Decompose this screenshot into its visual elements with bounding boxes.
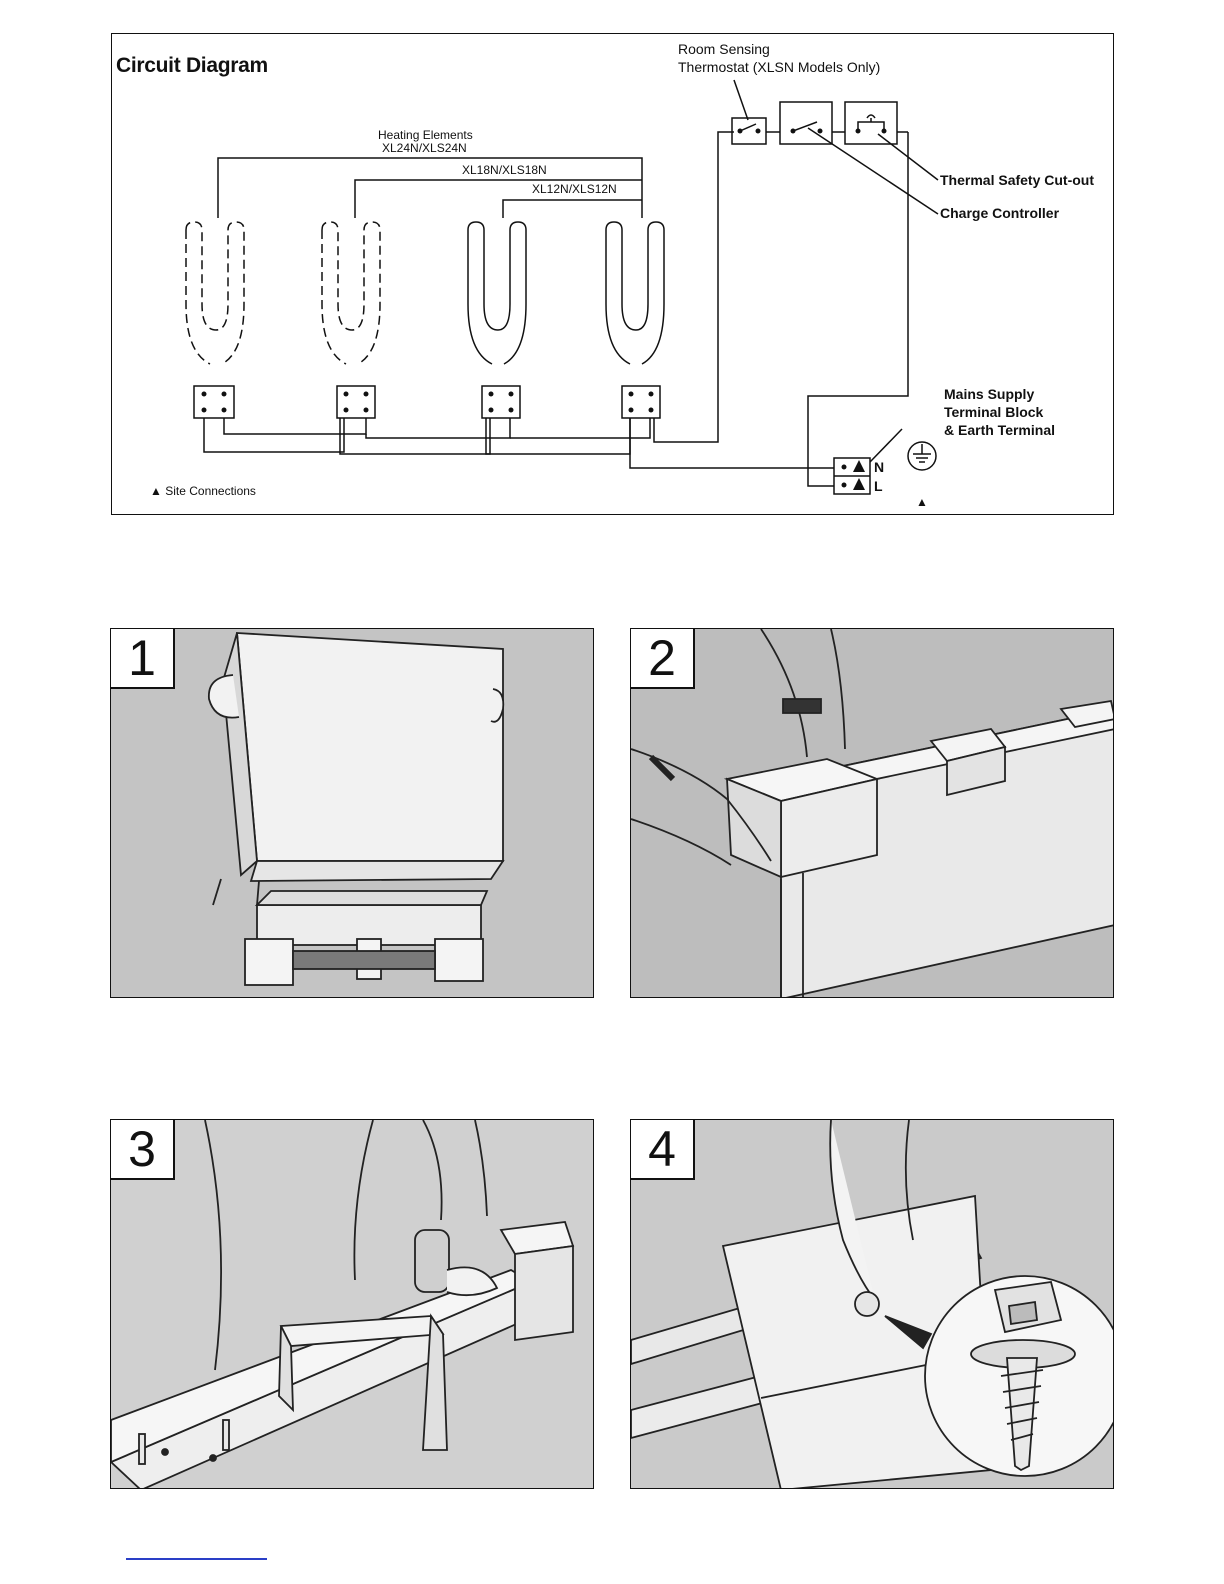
model-xl12-label: XL12N/XLS12N bbox=[532, 183, 617, 197]
mains-label-3: & Earth Terminal bbox=[944, 422, 1055, 438]
footer-link-underline[interactable] bbox=[126, 1558, 267, 1560]
step-3-drawing bbox=[111, 1120, 594, 1489]
step-1-drawing bbox=[111, 629, 594, 998]
step-3-illustration: 3 bbox=[110, 1119, 594, 1489]
wire-bottom-a bbox=[204, 418, 344, 452]
room-thermostat-label-1: Room Sensing bbox=[678, 41, 770, 57]
circuit-diagram-drawing bbox=[112, 34, 1115, 516]
step-number: 4 bbox=[631, 1120, 695, 1180]
heating-element-2 bbox=[322, 222, 380, 364]
terminal-n-label: N bbox=[874, 459, 884, 475]
element-terminal-2 bbox=[337, 386, 375, 418]
step-4-drawing bbox=[631, 1120, 1114, 1489]
wire-bottom-c bbox=[340, 418, 490, 454]
circuit-diagram-figure: Circuit Diagram Heating Elements XL24N/X… bbox=[111, 33, 1114, 515]
step-number: 3 bbox=[111, 1120, 175, 1180]
wire-bottom-f bbox=[510, 418, 650, 438]
earth-symbol bbox=[908, 442, 936, 470]
terminal-l-label: L bbox=[874, 478, 883, 494]
element-terminal-1 bbox=[194, 386, 234, 418]
diagram-title: Circuit Diagram bbox=[116, 54, 268, 78]
heating-element-3 bbox=[468, 222, 526, 364]
heating-element-4 bbox=[606, 222, 664, 364]
wire-to-neutral bbox=[630, 418, 834, 468]
wire-xl12 bbox=[503, 200, 642, 218]
wire-bottom-d bbox=[366, 418, 510, 438]
mains-label-1: Mains Supply bbox=[944, 386, 1034, 402]
wire-bottom-e bbox=[486, 418, 630, 454]
step-number: 2 bbox=[631, 629, 695, 689]
step-4-illustration: 4 bbox=[630, 1119, 1114, 1489]
earth-site-marker: ▲ bbox=[916, 496, 928, 510]
model-xl24-label: XL24N/XLS24N bbox=[382, 142, 467, 156]
wire-to-thermostat bbox=[654, 132, 734, 442]
leader-mains bbox=[870, 429, 902, 462]
step-2-drawing bbox=[631, 629, 1114, 998]
model-xl18-label: XL18N/XLS18N bbox=[462, 164, 547, 178]
terminal-dots bbox=[202, 392, 654, 413]
thermal-cutout-box bbox=[845, 102, 897, 144]
charge-controller-label: Charge Controller bbox=[940, 205, 1059, 221]
heating-element-1 bbox=[186, 222, 244, 364]
thermal-cutout-label: Thermal Safety Cut-out bbox=[940, 172, 1094, 188]
leader-room-thermostat bbox=[734, 80, 748, 120]
site-connections-legend: ▲ Site Connections bbox=[150, 485, 256, 499]
step-1-illustration: 1 bbox=[110, 628, 594, 998]
element-terminal-3 bbox=[482, 386, 520, 418]
room-thermostat-box bbox=[732, 118, 766, 144]
step-2-illustration: 2 bbox=[630, 628, 1114, 998]
element-terminal-4 bbox=[622, 386, 660, 418]
room-thermostat-label-2: Thermostat (XLSN Models Only) bbox=[678, 59, 880, 75]
charge-controller-box bbox=[780, 102, 832, 144]
mains-label-2: Terminal Block bbox=[944, 404, 1043, 420]
leader-charge-controller bbox=[808, 128, 938, 214]
step-number: 1 bbox=[111, 629, 175, 689]
